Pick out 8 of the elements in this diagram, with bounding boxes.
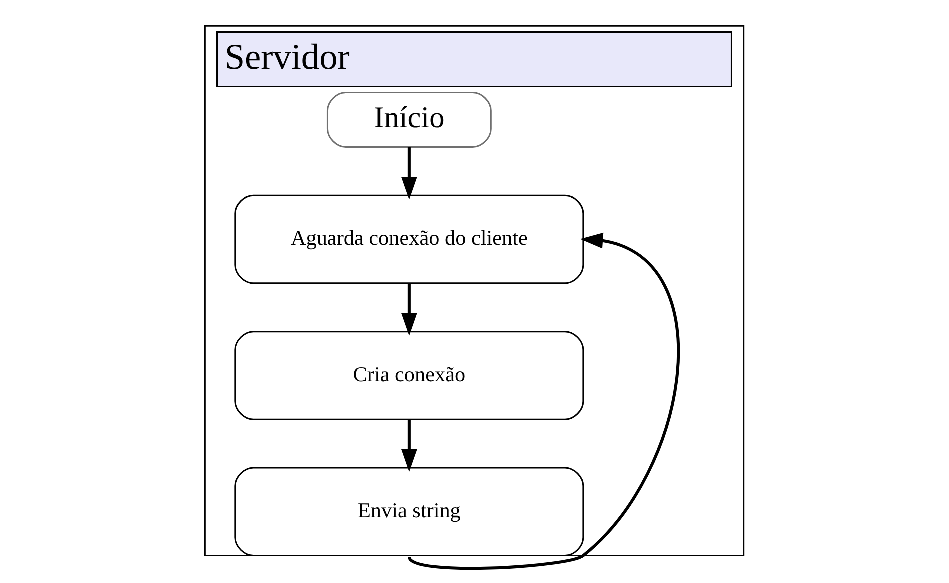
arrow (401, 284, 418, 336)
node-box: Início (326, 92, 492, 148)
arrow (408, 232, 680, 570)
node-box: Envia string (234, 467, 584, 557)
node-box: Cria conexão (234, 331, 584, 420)
node-box: Aguarda conexão do cliente (234, 194, 584, 284)
arrow (401, 147, 418, 200)
arrow (401, 420, 418, 472)
